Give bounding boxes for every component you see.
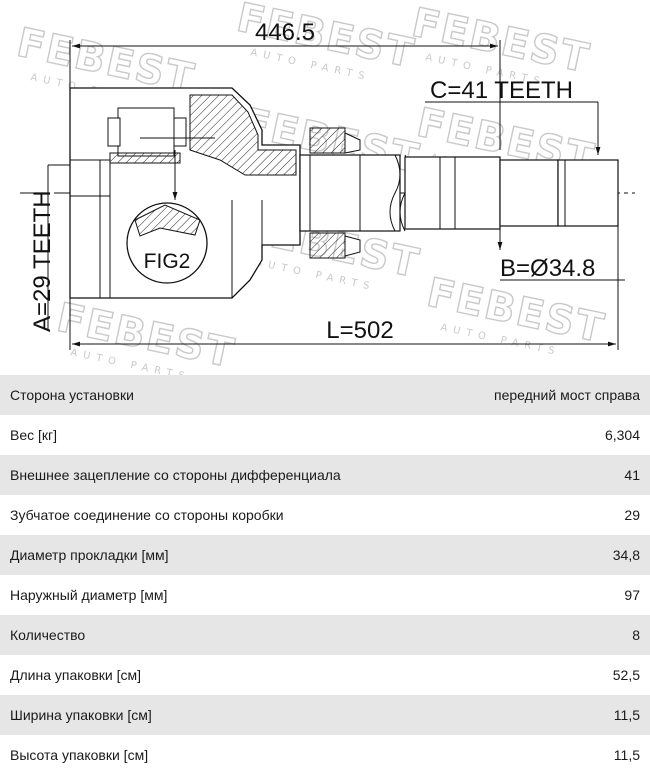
dim-c-label: C=41 TEETH	[430, 77, 573, 104]
dim-c-group: C=41 TEETH	[425, 77, 601, 155]
spec-value: 52,5	[612, 667, 640, 683]
technical-drawing: FEBEST AUTO PARTS FEBEST AUTO PARTS FEBE…	[0, 0, 650, 375]
spec-row-weight: Вес [кг] 6,304	[0, 415, 650, 455]
spec-row-outer-diameter: Наружный диаметр [мм] 97	[0, 575, 650, 615]
spec-value: 29	[624, 507, 640, 523]
dim-l-group: L=502	[69, 226, 619, 350]
drive-shaft-diagram: FEBEST AUTO PARTS FEBEST AUTO PARTS FEBE…	[12, 0, 635, 375]
spec-row-seal-diameter: Диаметр прокладки [мм] 34,8	[0, 535, 650, 575]
spec-row-side: Сторона установки передний мост справа	[0, 375, 650, 415]
spec-value: 6,304	[604, 427, 640, 443]
spec-label: Зубчатое соединение со стороны коробки	[10, 507, 284, 523]
spec-row-quantity: Количество 8	[0, 615, 650, 655]
spec-value: передний мост справа	[494, 387, 640, 403]
spec-row-pack-length: Длина упаковки [см] 52,5	[0, 655, 650, 695]
spec-value: 8	[632, 627, 640, 643]
spec-label: Количество	[10, 627, 86, 643]
spec-value: 11,5	[613, 707, 640, 723]
dim-a-label: A=29 TEETH	[29, 190, 56, 332]
spec-value: 97	[624, 587, 640, 603]
spec-value: 34,8	[612, 547, 640, 563]
spec-label: Высота упаковки [см]	[10, 747, 149, 763]
spec-label: Внешнее зацепление со стороны дифференци…	[10, 467, 341, 483]
spec-label: Длина упаковки [см]	[10, 667, 141, 683]
spec-row-pack-width: Ширина упаковки [см] 11,5	[0, 695, 650, 735]
dim-top-group: 446.5	[69, 19, 501, 150]
dim-top-label: 446.5	[255, 19, 315, 46]
spec-row-pack-height: Высота упаковки [см] 11,5	[0, 735, 650, 775]
spec-label: Наружный диаметр [мм]	[10, 587, 168, 603]
spec-label: Ширина упаковки [см]	[10, 707, 152, 723]
fig2-callout: FIG2	[126, 202, 208, 284]
dim-b-group: B=Ø34.8	[497, 226, 625, 282]
dim-a-group: A=29 TEETH	[29, 164, 70, 332]
spec-row-inner-teeth: Зубчатое соединение со стороны коробки 2…	[0, 495, 650, 535]
spec-label: Сторона установки	[10, 387, 134, 403]
spec-label: Вес [кг]	[10, 427, 58, 443]
spec-label: Диаметр прокладки [мм]	[10, 547, 169, 563]
spec-row-outer-teeth: Внешнее зацепление со стороны дифференци…	[0, 455, 650, 495]
dim-b-label: B=Ø34.8	[500, 255, 595, 282]
fig2-label: FIG2	[144, 250, 191, 273]
dim-l-label: L=502	[326, 317, 393, 344]
spec-value: 41	[624, 467, 640, 483]
spec-table: Сторона установки передний мост справа В…	[0, 375, 650, 775]
shaft	[299, 127, 619, 259]
spec-value: 11,5	[613, 747, 640, 763]
